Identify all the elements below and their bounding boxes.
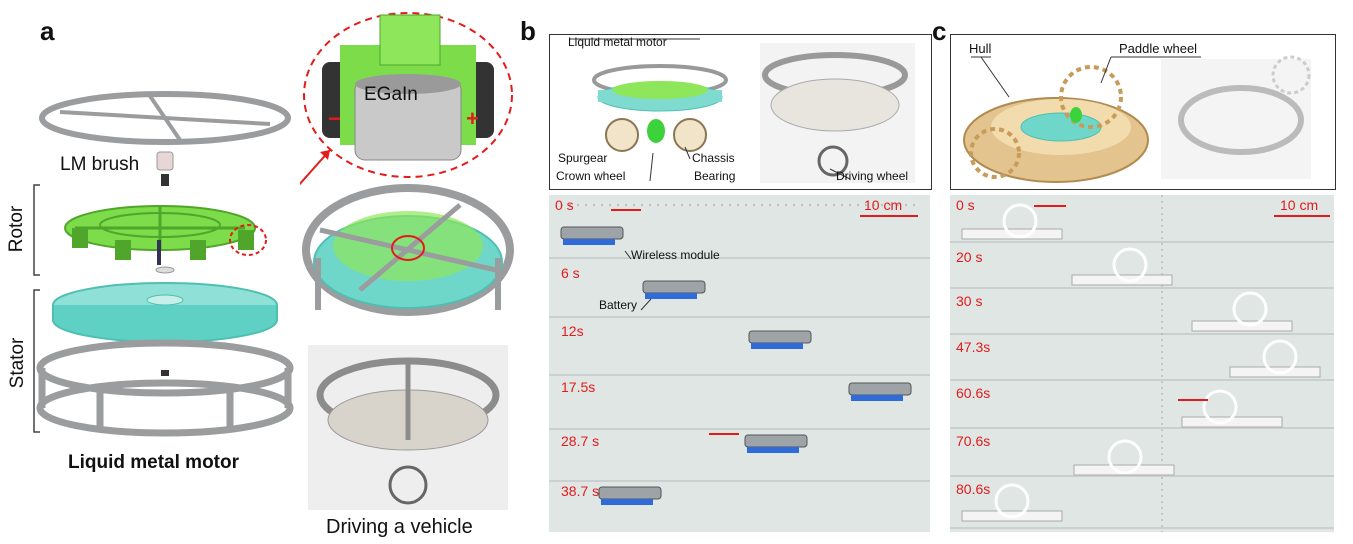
paddle-annotation: Paddle wheel	[1119, 41, 1198, 56]
plus-terminal: +	[466, 106, 479, 131]
panel-c-letter: c	[932, 16, 947, 46]
lm-brush-label: LM brush	[60, 154, 140, 175]
c-scale-bar	[1274, 215, 1330, 217]
egain-label: EGaIn	[364, 84, 418, 105]
stator-label: Stator	[7, 337, 28, 389]
b-time-0: 0 s	[555, 197, 574, 213]
driving-wheel-annotation: Driving wheel	[836, 169, 909, 183]
minus-terminal: −	[328, 106, 341, 131]
c-time-1: 20 s	[956, 249, 983, 265]
c-time-6: 80.6s	[956, 481, 991, 497]
c-time-4: 60.6s	[956, 385, 991, 401]
crown-wheel-annotation: Crown wheel	[556, 169, 626, 183]
b-time-2: 12s	[561, 323, 584, 339]
zoom-illustrations	[300, 12, 514, 510]
b-arrow-left	[709, 433, 739, 435]
b-time-4: 28.7 s	[561, 433, 600, 449]
panel-c-timelapse: 0 s 20 s 30 s 47.3s 60.6s 70.6s 80.6s 10…	[950, 195, 1334, 532]
bearing-annotation: Bearing	[694, 169, 736, 183]
panel-a-letter: a	[40, 16, 55, 46]
c-time-0: 0 s	[956, 197, 975, 213]
c-time-3: 47.3s	[956, 339, 991, 355]
motor-exploded-view	[33, 91, 294, 437]
hull-annotation: Hull	[969, 41, 992, 56]
b-time-1: 6 s	[561, 265, 580, 281]
spurgear-annotation: Spurgear	[558, 151, 608, 165]
b-arrow-right	[611, 209, 641, 211]
battery-annotation: Battery	[599, 298, 638, 312]
b-time-3: 17.5s	[561, 379, 596, 395]
boat-schematic	[963, 55, 1311, 183]
c-arrow-left	[1178, 399, 1208, 401]
wireless-annotation: Wireless module	[631, 248, 720, 262]
panel-c-schematic: Hull Paddle wheel	[950, 34, 1336, 190]
panel-b-schematic: Liquid metal motor Spurgear Crown wheel …	[549, 34, 932, 190]
rotor-label: Rotor	[6, 205, 27, 253]
motor-annotation: Liquid metal motor	[568, 35, 667, 49]
boat-frames	[961, 195, 1321, 532]
motor-title: Liquid metal motor	[68, 452, 239, 473]
driving-vehicle-caption: Driving a vehicle	[326, 516, 473, 538]
panel-b-timelapse: 0 s 6 s 12s 17.5s 28.7 s 38.7 s 10 cm Wi…	[549, 195, 930, 532]
chassis-annotation: Chassis	[692, 151, 735, 165]
c-arrow-right	[1034, 205, 1066, 207]
c-time-5: 70.6s	[956, 433, 991, 449]
b-scale-label: 10 cm	[864, 197, 903, 213]
panel-b-letter: b	[520, 16, 536, 46]
vehicle-frames	[560, 204, 921, 505]
vehicle-schematic	[570, 38, 915, 183]
b-scale-bar	[860, 215, 918, 217]
c-time-2: 30 s	[956, 293, 983, 309]
c-scale-label: 10 cm	[1280, 197, 1319, 213]
b-time-5: 38.7 s	[561, 483, 600, 499]
